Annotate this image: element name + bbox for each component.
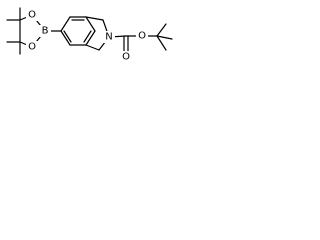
bond-tbu-down (156, 35, 167, 51)
atom-b-label: B (42, 26, 49, 37)
bond-tbu-right (156, 35, 173, 40)
atom-n: N (103, 31, 115, 43)
molecule-diagram: O B O N O O (6, 7, 173, 63)
atom-o-ring-top-label: O (28, 10, 36, 21)
atom-n-label: N (105, 32, 112, 43)
bond-tbu-up (156, 23, 167, 37)
atom-labels: O B O N O O (26, 9, 148, 63)
atom-o-carbonyl-label: O (122, 52, 130, 63)
bond-ch2-bottom (85, 44, 100, 51)
bond-benzene-double-3 (63, 30, 72, 43)
bond-benzene-3 (85, 16, 96, 32)
atom-b: B (39, 25, 51, 37)
atom-o-ring-bottom: O (26, 41, 38, 53)
bond-ch2-top (85, 16, 104, 21)
atom-o-ester-label: O (138, 31, 146, 42)
atom-o-ring-top: O (26, 9, 38, 21)
atom-o-ring-bottom-label: O (28, 42, 36, 53)
atom-o-ester: O (136, 30, 148, 42)
bond-benzene-1 (60, 16, 71, 32)
bond-benzene-4 (85, 30, 96, 46)
bond-benzene-double-2 (83, 30, 92, 43)
bond-benzene-6 (60, 30, 71, 46)
atom-o-carbonyl: O (120, 51, 132, 63)
